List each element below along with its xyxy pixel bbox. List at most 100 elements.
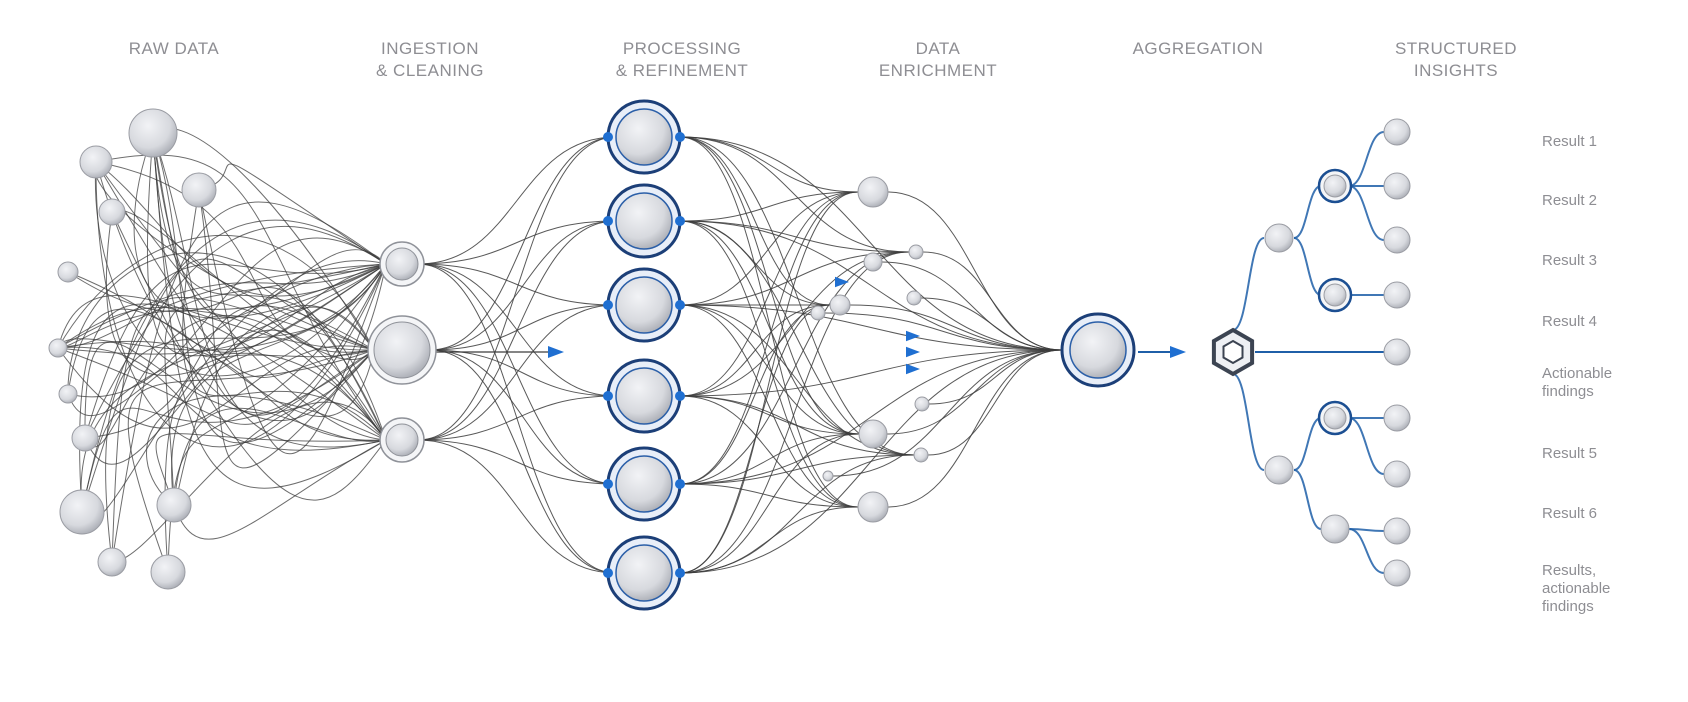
raw-connector-line [57,345,375,429]
enrichment-node [858,419,888,449]
raw-connector-line [171,263,387,506]
process-aggregate-line [679,349,1063,574]
raw-connector-line [84,305,375,465]
processing-node [615,192,673,250]
raw-connector-line [95,161,387,297]
process-enrich-line [679,506,859,574]
ingest-process-line [417,263,617,485]
tree-line [1232,237,1265,331]
enrichment-node [913,447,929,463]
raw-connector-line [84,341,375,439]
raw-connector-line [80,263,387,513]
raw-data-node [79,145,113,179]
raw-connector-line [152,132,387,416]
raw-data-node [181,172,217,208]
enrichment-node [863,252,883,272]
process-enrich-line [679,136,831,306]
tree-mid-node [1323,406,1347,430]
process-enrich-line [679,251,910,574]
result-label-6: Result 6 [1542,505,1598,522]
result-node [1383,226,1411,254]
tree-line [1293,185,1322,239]
raw-data-node [59,489,105,535]
ingest-process-line [417,136,617,441]
processing-node-port-in [603,216,613,226]
ingest-process-line [429,304,617,351]
raw-connector-line [111,211,387,501]
enrichment-node [857,491,889,523]
ingest-process-line [429,136,617,351]
processing-node-port-in [603,479,613,489]
raw-connector-line [111,296,375,563]
raw-connector-line [57,263,387,349]
raw-connector-line [57,309,387,441]
ingest-process-line [417,439,617,574]
processing-node [615,544,673,602]
enrichment-node [914,396,930,412]
tree-line [1232,373,1265,471]
stage-label-insights: STRUCTURED INSIGHTS [1394,39,1518,80]
raw-connector-line [173,407,387,506]
enrichment-node [829,294,851,316]
raw-connector-line [198,189,375,469]
tree-line [1348,185,1385,241]
result-node [1383,118,1411,146]
processing-node-port-out [675,216,685,226]
raw-connector-line [152,132,387,318]
raw-connector-line [84,314,387,448]
processing-node [615,367,673,425]
tree-line [1293,237,1322,296]
process-enrich-line [679,191,859,222]
process-enrich-line [679,304,831,397]
enrich-aggregate-line [824,312,1063,351]
raw-connector-line [152,132,387,489]
result-label-combined: Results, actionable findings [1542,562,1611,615]
processing-node-port-in [603,568,613,578]
tree-mid-node [1320,514,1350,544]
process-enrich-line [679,251,910,397]
tree-line [1348,131,1385,187]
process-enrich-line [679,304,831,574]
process-enrich-line [679,454,915,485]
raw-connector-line [95,161,387,448]
raw-connector-line [164,349,375,573]
process-enrich-line [679,433,860,574]
ingest-process-line [417,304,617,441]
raw-connector-line [198,163,387,265]
enrichment-node [906,290,922,306]
processing-node-port-in [603,300,613,310]
enrichment-node [908,244,924,260]
raw-data-node [71,424,99,452]
enrichment-node [857,176,889,208]
raw-connector-line [81,258,375,513]
tree-line [1348,528,1385,574]
ingestion-node [385,247,419,281]
processing-node [615,276,673,334]
processing-node-port-out [675,479,685,489]
process-enrich-line [679,433,860,485]
processing-node [615,108,673,166]
raw-data-node [150,554,186,590]
enrich-aggregate-line [928,349,1063,405]
processing-node-port-out [675,132,685,142]
raw-data-node [48,338,68,358]
enrich-aggregate-line [849,304,1063,351]
process-enrich-line [679,395,915,456]
raw-connector-line [57,263,387,355]
raw-connector-line [146,132,387,441]
raw-connector-line [152,132,375,444]
processing-node-port-in [603,391,613,401]
ingestion-node [373,321,431,379]
ingest-flow-arrow [548,346,564,358]
tree-line [1293,469,1322,530]
process-enrich-line [679,395,859,508]
raw-connector-line [67,237,387,398]
process-enrich-line [679,304,859,508]
enrich-aggregate-line [832,349,1063,477]
ingest-process-line [417,220,617,265]
raw-connector-line [111,401,387,563]
process-enrich-line [679,191,859,306]
aggregation-node [1069,321,1127,379]
enrich-aggregate-line [887,349,1063,508]
stage-label-aggregation: AGGREGATION [1132,39,1264,58]
